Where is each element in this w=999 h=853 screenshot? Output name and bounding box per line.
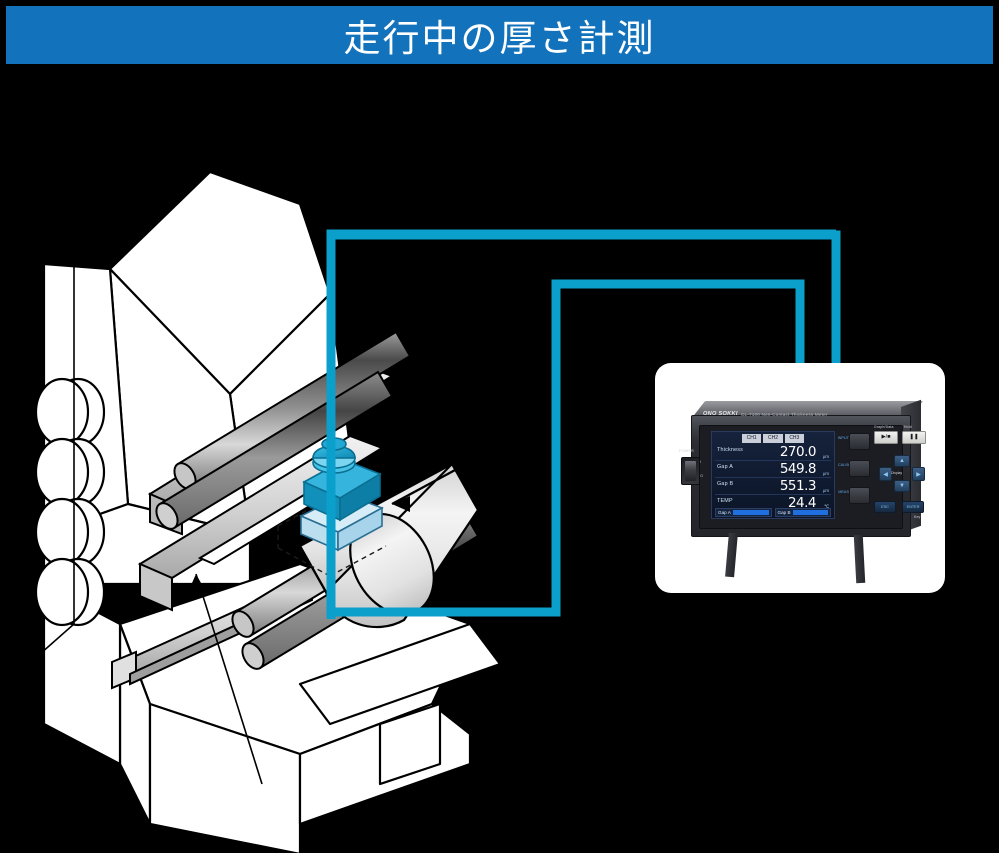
workpiece-cylinder: [298, 462, 480, 629]
channel-1: CH1: [742, 434, 762, 443]
meter-leg-right: [853, 534, 866, 584]
readout-label: Gap B: [717, 481, 734, 487]
readout-row: Gap A 549.8 μm: [715, 461, 831, 478]
gap-bar-label: Gap B: [777, 510, 791, 515]
readout-unit: μm: [822, 471, 829, 476]
readout-unit: μm: [822, 488, 829, 493]
callout-arrow-lower: [391, 460, 471, 512]
dpad-left-button[interactable]: ◀: [879, 467, 892, 481]
soft-key-group: INPUT CALIB MEAS: [838, 433, 870, 515]
graph-data-button[interactable]: ▶/■: [874, 431, 898, 444]
power-label: POWER: [679, 449, 695, 453]
gap-bar-fill: [732, 510, 769, 515]
dpad-down-button[interactable]: ▼: [894, 480, 910, 492]
soft-key-label: MEAS: [838, 490, 849, 494]
machine-rollers: [34, 377, 106, 627]
hold-button[interactable]: ❚❚: [902, 431, 926, 444]
hold-label: Hold: [904, 425, 912, 429]
readout-unit: μm: [822, 454, 829, 459]
readout-value: 551.3: [779, 478, 817, 494]
graph-data-label: Graph/Data: [874, 425, 894, 429]
soft-key-label: INPUT: [837, 436, 849, 440]
channel-2: CH2: [763, 434, 783, 443]
brand-logo: ONO SOKKI: [703, 411, 738, 417]
gap-bar-label: Gap A: [718, 510, 731, 515]
readout-label: Gap A: [717, 464, 733, 470]
readout-value: 549.8: [779, 461, 817, 477]
channel-3: CH3: [784, 434, 804, 443]
cable-path-inner: [331, 279, 805, 617]
dpad-right-button[interactable]: ▶: [912, 467, 925, 481]
soft-key-calib[interactable]: [849, 460, 870, 477]
machine-illustration: [34, 170, 850, 853]
readout-row: TEMP 24.4 ℃: [715, 495, 831, 511]
readout-row: Gap B 551.3 μm: [715, 478, 831, 495]
gap-bar-row: Gap A Gap B: [715, 508, 831, 517]
gap-bar-a: Gap A: [715, 508, 772, 517]
meter-display: CH1 CH2 CH3 Thickness 270.0 μm Gap A 549…: [711, 431, 835, 519]
dpad: ▲ ▼ ◀ ▶ Display: [879, 455, 925, 492]
callout-arrow-upper: [395, 434, 461, 476]
model-label: CL-7100 Non-Contact Thickness Meter: [741, 412, 828, 417]
readout-value: 24.4: [787, 495, 817, 511]
power-off-mark: O: [700, 473, 704, 478]
soft-key-input[interactable]: [849, 433, 870, 450]
soft-key-label: CALIB: [838, 463, 849, 467]
gap-bar-fill: [792, 510, 828, 515]
page-title: 走行中の厚さ計測: [343, 17, 656, 60]
leader-line: [188, 573, 263, 785]
readout-label: TEMP: [717, 498, 733, 504]
thickness-meter: ONO SOKKI CL-7100 Non-Contact Thickness …: [669, 385, 927, 584]
enter-button[interactable]: ENTER: [902, 501, 924, 513]
readout-value: 270.0: [779, 444, 817, 460]
power-on-mark: I: [700, 459, 702, 464]
power-switch[interactable]: [681, 457, 700, 485]
title-banner: 走行中の厚さ計測: [6, 6, 993, 64]
dpad-up-button[interactable]: ▲: [894, 455, 910, 467]
gap-bar-b: Gap B: [774, 508, 831, 517]
dpad-center-label: Display: [891, 471, 903, 475]
soft-key-meas[interactable]: [849, 487, 870, 504]
esc-button[interactable]: ESC: [874, 501, 896, 513]
key-corner-label: Key: [914, 515, 921, 519]
channel-indicators: CH1 CH2 CH3: [742, 434, 804, 443]
readout-unit: ℃: [824, 504, 829, 509]
readout-row: Thickness 270.0 μm: [715, 444, 831, 461]
control-cluster: Graph/Data ▶/■ Hold ❚❚ ▲ ▼ ◀ ▶ Display E…: [874, 425, 926, 525]
thickness-meter-photo: ONO SOKKI CL-7100 Non-Contact Thickness …: [655, 363, 945, 593]
frame-edge-line: [39, 194, 75, 655]
power-rocker[interactable]: [685, 461, 696, 481]
readout-label: Thickness: [717, 447, 744, 453]
